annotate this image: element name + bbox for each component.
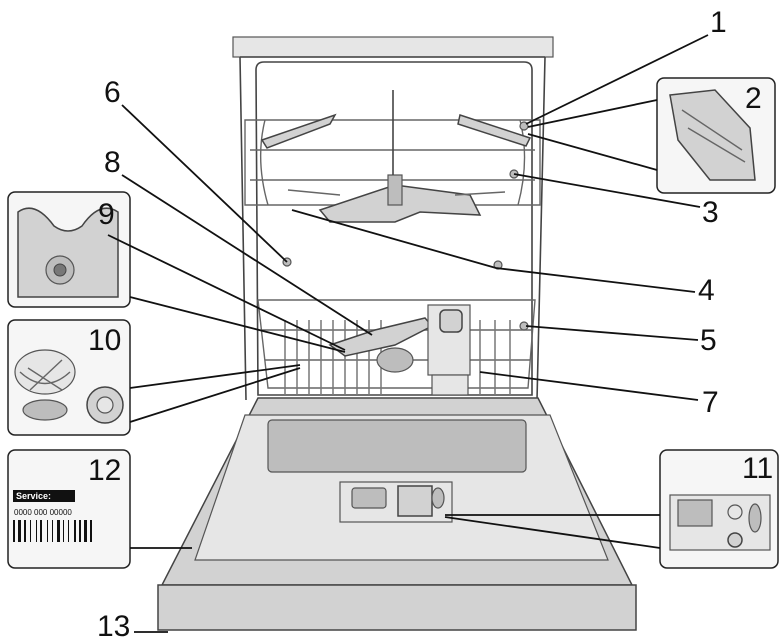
callout-8: 8 xyxy=(104,146,121,179)
filter-cup-icon xyxy=(14,349,76,395)
dispenser-compartment-icon xyxy=(677,499,713,527)
inset-12-rating-label: Service: 0000 000 00000 xyxy=(7,449,131,569)
leader-6 xyxy=(121,104,288,263)
service-label: Service: xyxy=(16,491,51,501)
leader-5 xyxy=(525,325,699,341)
cup-shelf-right xyxy=(457,114,532,147)
cup-shelf-left xyxy=(260,113,337,149)
callout-12: 12 xyxy=(88,454,121,487)
service-label-bg xyxy=(13,490,75,502)
door-window xyxy=(267,419,527,473)
callout-4: 4 xyxy=(698,274,715,307)
barcode-icon xyxy=(13,520,92,542)
cabinet-outline xyxy=(239,56,546,401)
inset-9-drain xyxy=(7,191,131,308)
barcode-bar xyxy=(74,520,76,542)
worktop xyxy=(232,36,554,58)
barcode-bar xyxy=(90,520,92,542)
inset-10-filter xyxy=(7,319,131,436)
leader-8 xyxy=(121,174,373,336)
rinse-aid-icon xyxy=(727,504,743,520)
leader-9 xyxy=(107,234,346,353)
leader-2 xyxy=(527,99,658,171)
leader-3 xyxy=(513,173,701,208)
barcode-bar xyxy=(13,520,15,542)
barcode-bar xyxy=(47,520,48,542)
callout-9: 9 xyxy=(98,198,115,231)
barcode-bar xyxy=(68,520,69,542)
barcode-bar xyxy=(57,520,60,542)
filter-assembly xyxy=(376,347,414,373)
callout-11: 11 xyxy=(742,452,773,485)
detergent-dispenser xyxy=(339,481,453,523)
leader-11 xyxy=(444,514,661,549)
callout-numbers: 1 2 3 4 5 6 7 8 9 10 11 12 13 xyxy=(88,6,773,640)
service-number: 0000 000 00000 xyxy=(14,508,72,517)
kick-plate xyxy=(157,584,637,631)
lower-rack xyxy=(257,299,536,396)
cutlery-tray-icon xyxy=(669,89,756,181)
inset-2-cutlery-tray xyxy=(656,77,776,194)
inset-11-dispenser xyxy=(659,449,779,569)
sump-plate-icon xyxy=(17,207,119,298)
barcode-bar xyxy=(30,520,31,542)
leader-lines xyxy=(107,34,709,633)
leader-7 xyxy=(479,371,699,401)
barcode-bar xyxy=(52,520,53,542)
callout-5: 5 xyxy=(700,324,717,357)
callout-6: 6 xyxy=(104,76,121,109)
barcode-bar xyxy=(24,520,26,542)
callout-1: 1 xyxy=(710,6,727,39)
callout-13: 13 xyxy=(97,610,130,640)
barcode-bar xyxy=(36,520,37,542)
barcode-bar xyxy=(40,520,42,542)
leader-10 xyxy=(129,364,301,423)
door xyxy=(160,397,634,586)
leader-4 xyxy=(291,209,696,293)
callout-2: 2 xyxy=(745,82,762,115)
inner-tub xyxy=(255,61,533,396)
barcode-bar xyxy=(18,520,21,542)
callout-3: 3 xyxy=(702,196,719,229)
upper-rack xyxy=(244,113,541,223)
barcode-bar xyxy=(79,520,81,542)
barcode-bar xyxy=(63,520,64,542)
dishwasher-body xyxy=(157,36,637,631)
callout-10: 10 xyxy=(88,324,121,357)
leader-1 xyxy=(525,34,709,125)
barcode-bar xyxy=(84,520,87,542)
callout-7: 7 xyxy=(702,386,719,419)
